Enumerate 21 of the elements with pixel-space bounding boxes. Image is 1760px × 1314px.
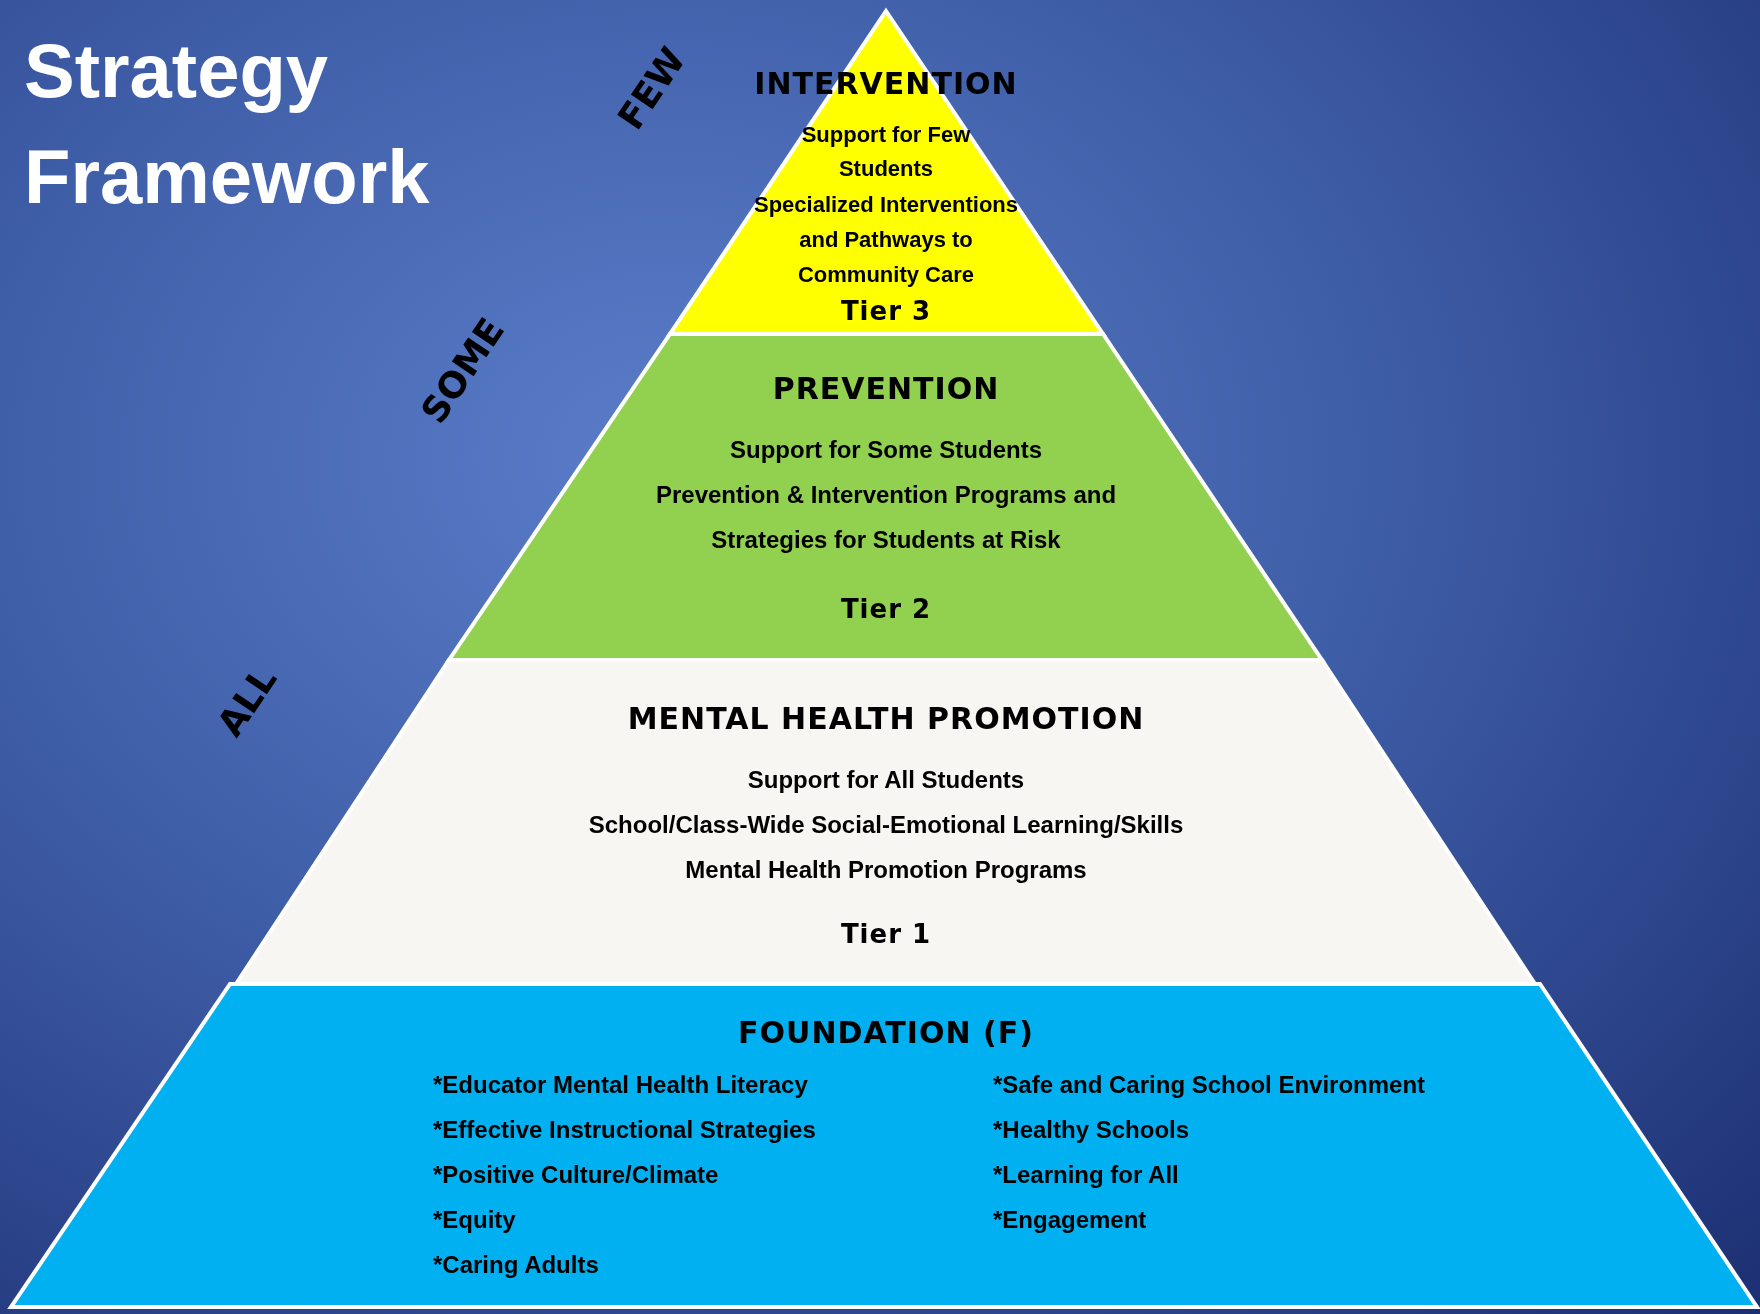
tier-description: School/Class-Wide Social-Emotional Learning/Skills [587,810,1185,840]
foundation-item: *Engagement [993,1205,1147,1235]
foundation-item: *Educator Mental Health Literacy [433,1070,808,1100]
foundation-item: *Learning for All [993,1160,1179,1190]
page-title: Strategy Framework [24,27,431,221]
tier-label: Tier 3 [839,295,933,328]
tier-label: Tier 2 [839,593,933,626]
tier-heading: FOUNDATION (F) [737,1014,1035,1052]
tier-heading: PREVENTION [771,370,1001,408]
foundation-item: *Caring Adults [433,1250,599,1280]
foundation-item: *Equity [433,1205,516,1235]
foundation-item: *Positive Culture/Climate [433,1160,719,1190]
tier-label: Tier 1 [839,918,933,951]
tier-description: Mental Health Promotion Programs [684,855,1088,885]
tier-description: Prevention & Intervention Programs and Strategies for Students at Risk [654,480,1118,555]
foundation-item: *Effective Instructional Strategies [433,1115,816,1145]
foundation-item: *Healthy Schools [993,1115,1190,1145]
tier-description: Support for All Students [746,765,1026,795]
foundation-item: *Safe and Caring School Environment [993,1070,1426,1100]
tier-heading: MENTAL HEALTH PROMOTION [626,700,1146,738]
tier-description: Support for Some Students [729,435,1043,465]
